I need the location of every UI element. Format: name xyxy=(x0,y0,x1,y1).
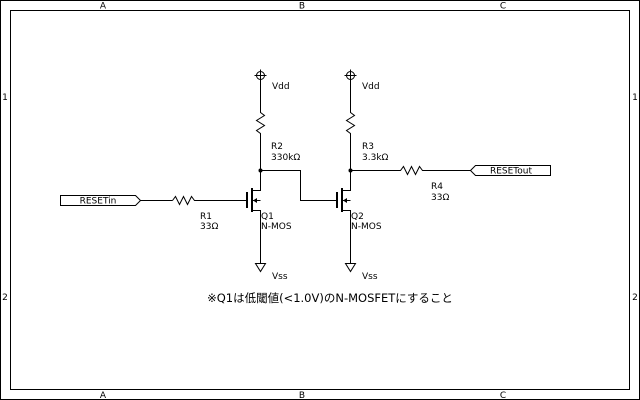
port-resetout[interactable]: RESETout xyxy=(469,165,551,177)
port-resetout-label: RESETout xyxy=(490,167,533,177)
r1-ref: R1 xyxy=(200,212,212,222)
vss-symbol-2 xyxy=(344,263,357,273)
resistor-r2[interactable] xyxy=(255,110,266,171)
r3-value: 3.3kΩ xyxy=(362,153,389,163)
row-label-2-right: 2 xyxy=(632,293,638,303)
column-label-b: B xyxy=(299,2,305,12)
row-label-1-right: 1 xyxy=(632,93,638,103)
port-resetin[interactable]: RESETin xyxy=(60,195,142,207)
column-label-a-bottom: A xyxy=(100,391,107,400)
vdd-label-2: Vdd xyxy=(362,82,380,92)
column-label-c-bottom: C xyxy=(500,391,506,400)
r4-value: 33Ω xyxy=(431,193,449,203)
q1-ref: Q1 xyxy=(261,212,274,222)
column-label-c: C xyxy=(500,2,506,12)
resistor-r4[interactable] xyxy=(350,165,471,176)
vss-label-2: Vss xyxy=(362,272,378,282)
vdd-symbol-2 xyxy=(344,69,357,111)
port-resetin-label: RESETin xyxy=(80,197,117,207)
r1-value: 33Ω xyxy=(200,222,218,232)
column-label-b-bottom: B xyxy=(299,391,305,400)
resistor-r1[interactable] xyxy=(172,195,248,206)
mosfet-q1[interactable] xyxy=(246,170,261,264)
vdd-label-1: Vdd xyxy=(272,82,290,92)
inner-border xyxy=(10,10,630,390)
q1-type: N-MOS xyxy=(261,222,292,232)
r2-value: 330kΩ xyxy=(271,153,300,163)
row-label-2: 2 xyxy=(2,293,8,303)
vss-symbol-1 xyxy=(254,263,267,273)
design-note: ※Q1は低閾値(<1.0V)のN-MOSFETにすること xyxy=(207,291,453,305)
r4-ref: R4 xyxy=(431,182,443,192)
r2-ref: R2 xyxy=(271,142,283,152)
column-label-a: A xyxy=(100,2,107,12)
resistor-r3[interactable] xyxy=(345,110,356,171)
r3-ref: R3 xyxy=(362,142,374,152)
q2-ref: Q2 xyxy=(351,212,364,222)
mosfet-q2[interactable] xyxy=(336,170,351,264)
row-label-1: 1 xyxy=(2,93,8,103)
wire-q1-q2 xyxy=(260,170,337,201)
vss-label-1: Vss xyxy=(272,272,288,282)
q2-type: N-MOS xyxy=(351,222,382,232)
vdd-symbol-1 xyxy=(254,69,267,111)
